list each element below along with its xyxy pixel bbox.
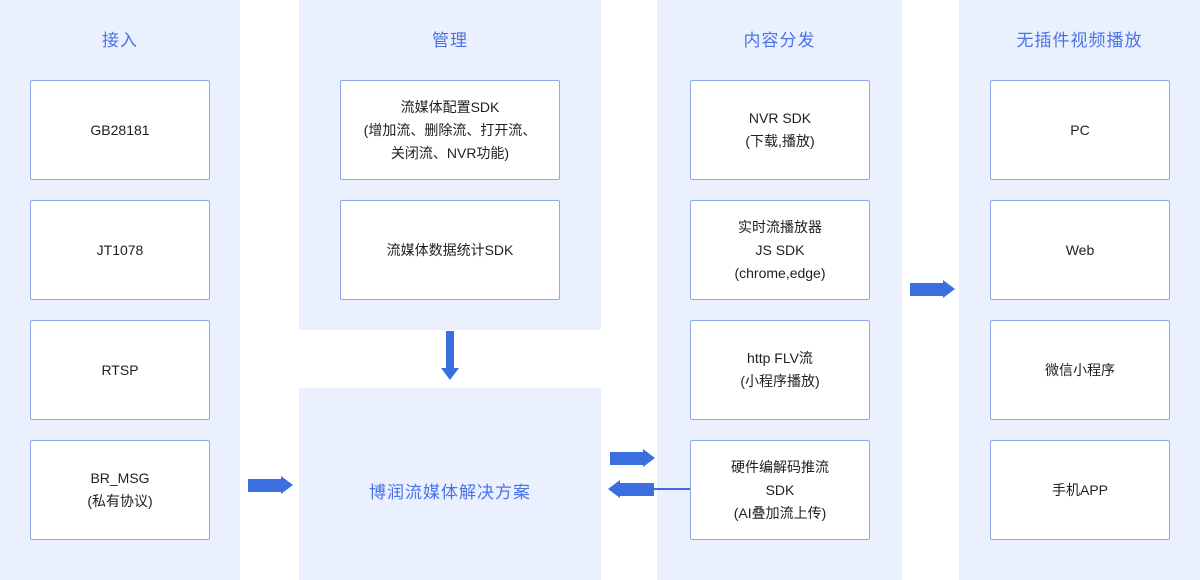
node-mobile-app[interactable]: 手机APP	[990, 440, 1170, 540]
node-label: PC	[1070, 121, 1090, 138]
node-hardware-codec-push-sdk[interactable]: 硬件编解码推流 SDK (AI叠加流上传)	[690, 440, 870, 540]
node-label: 微信小程序	[1045, 361, 1115, 378]
node-label: http FLV流 (小程序播放)	[740, 350, 820, 389]
node-realtime-player-js-sdk[interactable]: 实时流播放器 JS SDK (chrome,edge)	[690, 200, 870, 300]
node-label: GB28181	[90, 121, 150, 138]
node-br-msg[interactable]: BR_MSG (私有协议)	[30, 440, 210, 540]
column-panel-management-lower	[299, 388, 601, 580]
node-label: BR_MSG (私有协议)	[87, 470, 153, 509]
column-title-playback: 无插件视频播放	[1016, 31, 1143, 50]
node-label: 手机APP	[1051, 481, 1108, 498]
column-title-access: 接入	[102, 31, 138, 50]
node-jt1078[interactable]: JT1078	[30, 200, 210, 300]
node-http-flv[interactable]: http FLV流 (小程序播放)	[690, 320, 870, 420]
solution-label: 博润流媒体解决方案	[369, 482, 531, 502]
column-title-distribution: 内容分发	[743, 31, 816, 50]
node-wechat-miniprogram[interactable]: 微信小程序	[990, 320, 1170, 420]
node-label: 流媒体数据统计SDK	[386, 241, 514, 258]
node-label: 硬件编解码推流 SDK (AI叠加流上传)	[731, 458, 829, 521]
node-gb28181[interactable]: GB28181	[30, 80, 210, 180]
node-label: 流媒体配置SDK (增加流、删除流、打开流、 关闭流、NVR功能)	[363, 98, 537, 161]
node-label: RTSP	[101, 361, 139, 378]
node-web[interactable]: Web	[990, 200, 1170, 300]
node-stream-config-sdk[interactable]: 流媒体配置SDK (增加流、删除流、打开流、 关闭流、NVR功能)	[340, 80, 560, 180]
node-pc[interactable]: PC	[990, 80, 1170, 180]
node-solution-center[interactable]: 博润流媒体解决方案	[299, 440, 601, 540]
node-rtsp[interactable]: RTSP	[30, 320, 210, 420]
node-label: NVR SDK (下载,播放)	[745, 110, 815, 149]
node-label: Web	[1065, 241, 1095, 258]
node-nvr-sdk[interactable]: NVR SDK (下载,播放)	[690, 80, 870, 180]
node-stream-stats-sdk[interactable]: 流媒体数据统计SDK	[340, 200, 560, 300]
node-label: 实时流播放器 JS SDK (chrome,edge)	[734, 218, 826, 281]
node-label: JT1078	[96, 241, 144, 258]
column-title-management: 管理	[432, 31, 468, 50]
